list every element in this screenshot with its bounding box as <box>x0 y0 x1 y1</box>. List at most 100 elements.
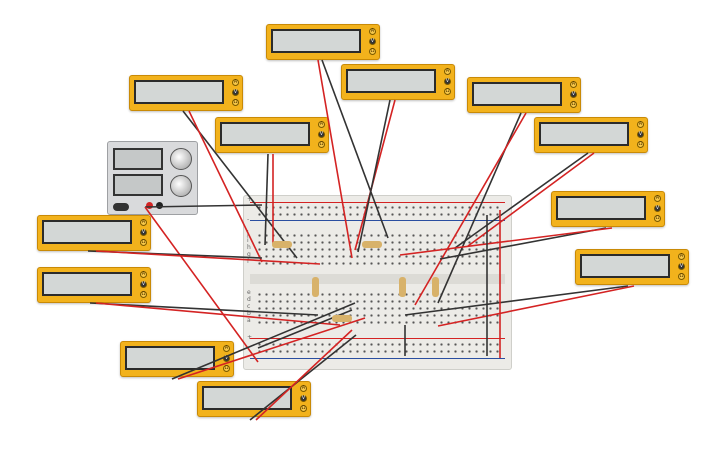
resistor-6[interactable] <box>332 315 352 322</box>
mm10-black-wire[interactable] <box>89 302 319 316</box>
multimeter-display <box>346 69 436 93</box>
mm7-black-wire[interactable] <box>439 227 607 260</box>
power-supply[interactable] <box>107 141 198 215</box>
ohm-knob-icon[interactable]: Ω <box>678 273 685 280</box>
bottom-rail-red-line <box>250 338 505 339</box>
psu-power-switch[interactable] <box>113 203 129 211</box>
center-channel <box>250 274 505 284</box>
amp-knob-icon[interactable]: A <box>369 28 376 35</box>
mm12-black-wire[interactable] <box>249 334 357 421</box>
volt-knob-icon[interactable]: V <box>140 281 147 288</box>
ohm-knob-icon[interactable]: Ω <box>232 99 239 106</box>
ohm-knob-icon[interactable]: Ω <box>570 101 577 108</box>
mm10-red-wire[interactable] <box>95 302 341 326</box>
resistor-5[interactable] <box>432 277 439 297</box>
psu-negative-wire[interactable] <box>144 204 263 208</box>
mm3-red-wire[interactable] <box>188 110 263 263</box>
ohm-knob-icon[interactable]: Ω <box>654 215 661 222</box>
multimeter-display <box>42 220 132 244</box>
mm1-red-wire[interactable] <box>317 59 353 259</box>
mm1-black-wire[interactable] <box>321 59 389 239</box>
ohm-knob-icon[interactable]: Ω <box>140 291 147 298</box>
amp-knob-icon[interactable]: A <box>232 79 239 86</box>
row-label-a: a <box>247 317 251 324</box>
multimeter-display <box>202 386 292 410</box>
amp-knob-icon[interactable]: A <box>318 121 325 128</box>
multimeter-2[interactable]: A V Ω <box>341 64 455 100</box>
ohm-knob-icon[interactable]: Ω <box>223 365 230 372</box>
resistor-2[interactable] <box>362 241 382 248</box>
multimeter-display <box>580 254 670 278</box>
volt-knob-icon[interactable]: V <box>444 78 451 85</box>
mm5-black-wire[interactable] <box>264 153 269 246</box>
ohm-knob-icon[interactable]: Ω <box>637 141 644 148</box>
multimeter-12[interactable]: A V Ω <box>197 381 311 417</box>
psu-negative-terminal[interactable] <box>156 202 163 209</box>
volt-knob-icon[interactable]: V <box>232 89 239 96</box>
volt-knob-icon[interactable]: V <box>140 229 147 236</box>
multimeter-6[interactable]: A V Ω <box>534 117 648 153</box>
multimeter-5[interactable]: A V Ω <box>215 117 329 153</box>
ohm-knob-icon[interactable]: Ω <box>369 48 376 55</box>
mm9-red-wire[interactable] <box>437 285 635 327</box>
mm9-black-wire[interactable] <box>404 285 629 316</box>
mm2-black-wire[interactable] <box>357 99 391 253</box>
multimeter-4[interactable]: A V Ω <box>467 77 581 113</box>
psu-positive-wire[interactable] <box>144 206 259 363</box>
amp-knob-icon[interactable]: A <box>678 253 685 260</box>
amp-knob-icon[interactable]: A <box>637 121 644 128</box>
multimeter-1[interactable]: A V Ω <box>266 24 380 60</box>
mm8-red-wire[interactable] <box>95 250 321 265</box>
mm11-red-wire[interactable] <box>177 317 366 380</box>
mm6-black-wire[interactable] <box>454 152 589 249</box>
ohm-knob-icon[interactable]: Ω <box>300 405 307 412</box>
resistor-4[interactable] <box>399 277 406 297</box>
ohm-knob-icon[interactable]: Ω <box>140 239 147 246</box>
mm12-red-wire[interactable] <box>255 329 353 421</box>
multimeter-10[interactable]: A V Ω <box>37 267 151 303</box>
volt-knob-icon[interactable]: V <box>570 91 577 98</box>
psu-current-knob[interactable] <box>170 175 192 197</box>
breadboard[interactable]: + - j i h g f e d c b a + - <box>243 195 512 370</box>
amp-knob-icon[interactable]: A <box>140 271 147 278</box>
top-terminal-strip[interactable] <box>256 232 501 267</box>
amp-knob-icon[interactable]: A <box>654 195 661 202</box>
mm11-black-wire[interactable] <box>171 302 356 380</box>
multimeter-display <box>42 272 132 296</box>
multimeter-display <box>556 196 646 220</box>
resistor-1[interactable] <box>272 241 292 248</box>
amp-knob-icon[interactable]: A <box>223 345 230 352</box>
amp-knob-icon[interactable]: A <box>444 68 451 75</box>
mm3-black-wire[interactable] <box>182 110 298 259</box>
amp-knob-icon[interactable]: A <box>140 219 147 226</box>
mm4-red-wire[interactable] <box>414 112 527 306</box>
multimeter-display <box>134 80 224 104</box>
resistor-3[interactable] <box>312 277 319 297</box>
ohm-knob-icon[interactable]: Ω <box>318 141 325 148</box>
multimeter-9[interactable]: A V Ω <box>575 249 689 285</box>
row-label-f: f <box>247 258 250 265</box>
bottom-power-rail-holes[interactable] <box>256 341 501 355</box>
volt-knob-icon[interactable]: V <box>637 131 644 138</box>
volt-knob-icon[interactable]: V <box>369 38 376 45</box>
psu-positive-terminal[interactable] <box>146 202 153 209</box>
mm7-red-wire[interactable] <box>399 227 613 256</box>
rail-minus-label-top: - <box>247 216 250 223</box>
volt-knob-icon[interactable]: V <box>678 263 685 270</box>
mm6-red-wire[interactable] <box>467 152 595 247</box>
multimeter-7[interactable]: A V Ω <box>551 191 665 227</box>
volt-knob-icon[interactable]: V <box>318 131 325 138</box>
amp-knob-icon[interactable]: A <box>570 81 577 88</box>
volt-knob-icon[interactable]: V <box>300 395 307 402</box>
multimeter-11[interactable]: A V Ω <box>120 341 234 377</box>
psu-voltage-knob[interactable] <box>170 148 192 170</box>
amp-knob-icon[interactable]: A <box>300 385 307 392</box>
volt-knob-icon[interactable]: V <box>654 205 661 212</box>
top-rail-blue-line <box>250 220 505 221</box>
multimeter-3[interactable]: A V Ω <box>129 75 243 111</box>
multimeter-8[interactable]: A V Ω <box>37 215 151 251</box>
psu-voltage-display <box>113 148 163 170</box>
ohm-knob-icon[interactable]: Ω <box>444 88 451 95</box>
row-label-e: e <box>247 289 251 296</box>
